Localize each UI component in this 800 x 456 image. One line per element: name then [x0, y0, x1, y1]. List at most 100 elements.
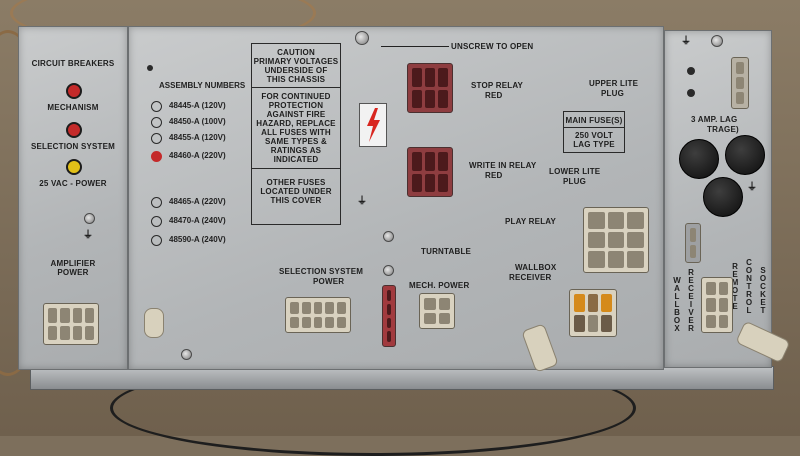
turntable-screw — [383, 265, 394, 276]
receiver-label: RECEIVER — [509, 273, 552, 282]
right-mount-dot — [687, 67, 695, 75]
protection-line-5: ALL FUSES WITH — [261, 128, 331, 137]
main-fuse-line-1: MAIN FUSE(S) — [565, 116, 623, 125]
assembly-2: 48450-A (100V) — [169, 117, 226, 126]
assembly-1: 48445-A (120V) — [169, 101, 226, 110]
ground-icon: ⏚ — [357, 196, 368, 207]
ground-screw — [383, 231, 394, 242]
remote-control-socket[interactable] — [701, 277, 733, 333]
left-latch[interactable] — [144, 308, 164, 338]
warning-divider-2 — [252, 168, 340, 169]
receiver-vertical-label: R E C E I V E R — [688, 268, 694, 333]
selection-power-label-1: SELECTION SYSTEM — [279, 267, 364, 276]
caution-line-2: PRIMARY VOLTAGES — [253, 57, 339, 66]
protection-line-3: AGAINST FIRE — [266, 110, 326, 119]
ground-icon-right: ⏚ — [681, 36, 692, 47]
selection-system-label: SELECTION SYSTEM — [30, 142, 116, 151]
assembly-3: 48455-A (120V) — [169, 133, 226, 142]
assembly-radio-2 — [151, 117, 162, 128]
warning-divider-1 — [252, 87, 340, 88]
stop-relay-color: RED — [485, 91, 503, 100]
main-chassis-panel: UNSCREW TO OPEN ASSEMBLY NUMBERS 48445-A… — [128, 26, 664, 370]
mechanism-breaker[interactable] — [66, 83, 82, 99]
socket-vertical-label: S O C K E T — [759, 266, 767, 315]
protection-line-4: HAZARD, REPLACE — [256, 119, 336, 128]
unscrew-to-open-label: UNSCREW TO OPEN — [451, 42, 534, 51]
stop-relay-socket[interactable] — [407, 63, 453, 113]
assembly-5: 48465-A (220V) — [169, 197, 226, 206]
other-fuses-line-1: OTHER FUSES — [266, 178, 326, 187]
lower-left-screw — [181, 349, 192, 360]
wallbox-vertical-label: W A L L B O X — [673, 276, 681, 333]
upper-lite-label: UPPER LITE — [589, 79, 639, 88]
assembly-7: 48590-A (240V) — [169, 235, 226, 244]
power-breaker[interactable] — [66, 159, 82, 175]
mechanism-label: MECHANISM — [47, 103, 99, 112]
assembly-numbers-heading: ASSEMBLY NUMBERS — [159, 81, 246, 90]
assembly-radio-6 — [151, 216, 162, 227]
top-screw[interactable] — [355, 31, 369, 45]
assembly-4: 48460-A (220V) — [169, 151, 226, 160]
protection-line-7: RATINGS AS — [270, 146, 322, 155]
mech-power-label: MECH. POWER — [409, 281, 470, 290]
assembly-radio-7 — [151, 235, 162, 246]
other-fuses-line-3: THIS COVER — [270, 196, 322, 205]
assembly-radio-4-selected — [151, 151, 162, 162]
right-top-screw — [711, 35, 723, 47]
wallbox-label: WALLBOX — [515, 263, 557, 272]
upper-lite-plug[interactable] — [731, 57, 749, 109]
selection-power-label-2: POWER — [313, 277, 345, 286]
control-vertical-label: C O N T R O L — [745, 258, 753, 315]
fuse-holder-2[interactable] — [725, 135, 765, 175]
mech-power-connector[interactable] — [419, 293, 455, 329]
assembly-radio-3 — [151, 133, 162, 144]
play-relay-label: PLAY RELAY — [505, 217, 557, 226]
ground-icon-fuses: ⏚ — [747, 182, 758, 193]
circuit-breaker-panel: CIRCUIT BREAKERS MECHANISM SELECTION SYS… — [18, 26, 128, 370]
unscrew-arrow — [381, 46, 449, 47]
ground-symbol-icon: ⏚ — [83, 230, 94, 241]
assembly-6: 48470-A (240V) — [169, 216, 226, 225]
selection-system-power-connector[interactable] — [285, 297, 351, 333]
turntable-plug[interactable] — [382, 285, 396, 347]
play-relay-socket[interactable] — [583, 207, 649, 273]
amplifier-power-label: POWER — [57, 268, 89, 277]
amp-lag-label-1: 3 AMP. LAG — [691, 115, 738, 124]
main-fuse-line-3: LAG TYPE — [573, 140, 615, 149]
main-fuse-divider — [564, 127, 624, 128]
circuit-breakers-heading: CIRCUIT BREAKERS — [31, 59, 115, 68]
assembly-radio-1 — [151, 101, 162, 112]
lightning-icon — [367, 108, 380, 142]
write-in-relay-socket[interactable] — [407, 147, 453, 197]
lower-lite-plug[interactable] — [685, 223, 701, 263]
caution-line-3: UNDERSIDE OF — [264, 66, 328, 75]
amplifier-power-connector[interactable] — [43, 303, 99, 345]
vac-power-label: 25 VAC - POWER — [39, 179, 107, 188]
caution-line-1: CAUTION — [277, 48, 315, 57]
wallbox-receiver-connector[interactable] — [569, 289, 617, 337]
stop-relay-label: STOP RELAY — [471, 81, 524, 90]
protection-line-2: PROTECTION — [268, 101, 324, 110]
lower-lite-plug-label: PLUG — [563, 177, 587, 186]
main-fuse-line-2: 250 VOLT — [575, 131, 613, 140]
fuse-holder-3[interactable] — [703, 177, 743, 217]
protection-line-6: SAME TYPES & — [265, 137, 327, 146]
upper-lite-plug-label: PLUG — [601, 89, 625, 98]
amplifier-label: AMPLIFIER — [50, 259, 96, 268]
lower-lite-label: LOWER LITE — [549, 167, 601, 176]
caution-line-4: THIS CHASSIS — [266, 75, 326, 84]
panel-screw — [84, 213, 95, 224]
main-fuse-box: MAIN FUSE(S) 250 VOLT LAG TYPE — [563, 111, 625, 153]
assembly-radio-5 — [151, 197, 162, 208]
fuse-holder-1[interactable] — [679, 139, 719, 179]
selection-system-breaker[interactable] — [66, 122, 82, 138]
other-fuses-line-2: LOCATED UNDER — [260, 187, 332, 196]
write-in-relay-label: WRITE IN RELAY — [469, 161, 537, 170]
remote-control-panel: ⏚ 3 AMP. LAG TRAGE) ⏚ W A L L B O X R E … — [664, 30, 772, 368]
remote-vertical-label: R E M O T E — [731, 262, 739, 311]
protection-line-1: FOR CONTINUED — [261, 92, 331, 101]
fuse-warning-box: CAUTION PRIMARY VOLTAGES UNDERSIDE OF TH… — [251, 43, 341, 225]
assembly-dot — [147, 65, 153, 71]
turntable-label: TURNTABLE — [421, 247, 472, 256]
write-in-relay-color: RED — [485, 171, 503, 180]
